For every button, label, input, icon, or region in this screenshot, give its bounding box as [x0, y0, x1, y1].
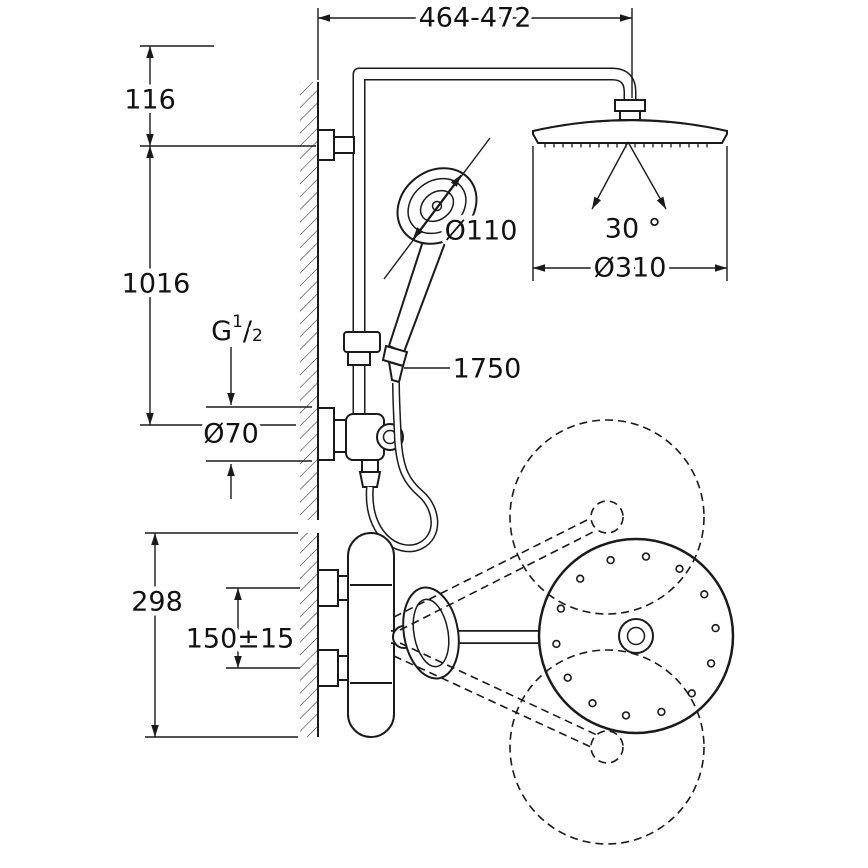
pipe-inner: [354, 69, 635, 418]
label-top-width: 464-472: [419, 3, 532, 34]
plan-thermostat: [317, 532, 395, 738]
escutcheon: [317, 407, 335, 461]
label-valve-length: 298: [131, 587, 183, 618]
rail-slider: [343, 331, 381, 353]
plan-nozzle-dots: [552, 552, 720, 720]
hand-shower-cone: [387, 360, 405, 384]
plan-hand-shower: [402, 586, 460, 680]
thermostat-valve-side: [317, 407, 404, 488]
rail-slider-lower: [347, 351, 371, 366]
swivel-arm-up-2: [399, 530, 596, 631]
plan-head-shower: [537, 537, 735, 735]
wall-bracket-flange: [317, 129, 335, 161]
label-escutcheon-dia: Ø70: [203, 419, 259, 450]
disc-inner-line: [540, 119, 720, 130]
label-spray-angle: 30 °: [605, 214, 661, 245]
ball-joint-taper: [619, 110, 641, 121]
label-handshower-dia: Ø110: [445, 216, 518, 247]
label-hose-length: 1750: [453, 354, 522, 385]
dim-line-hand-dia: [383, 137, 491, 280]
head-shower-disc: [532, 119, 728, 144]
hand-shower-handle: [387, 225, 453, 354]
wall-section: [300, 82, 319, 520]
dimensions: 464-472 116 1016 G1/2 Ø70 1750 Ø110 30 °…: [117, 0, 728, 738]
swivel-hub-up: [590, 500, 624, 534]
label-riser-height: 1016: [122, 269, 191, 300]
disc-nozzle-ticks: [544, 143, 708, 148]
plan-view: [300, 419, 735, 845]
hose-connector: [358, 471, 382, 488]
plan-head-hub-inner: [626, 626, 646, 646]
swivel-range-dashed: [393, 419, 705, 845]
hand-shower: [381, 167, 478, 384]
supply-escutcheon-top: [317, 569, 339, 607]
dim-arrow-hand-dia-2: [412, 206, 438, 240]
shower-hose: [365, 382, 439, 553]
valve-outlet: [361, 459, 379, 473]
label-supply-distance: 150±15: [186, 624, 295, 655]
label-thread-size: G1/2: [211, 312, 263, 347]
spray-angle-line-right: [627, 141, 667, 210]
shower-pipe: [317, 67, 637, 418]
label-wall-offset: 116: [124, 85, 176, 116]
swivel-circle-up: [509, 419, 705, 615]
swivel-arm-down-2: [393, 655, 594, 749]
plan-wall-section: [300, 533, 319, 737]
dim-arrow-hand-dia-1: [436, 174, 462, 208]
swivel-arm-up-1: [393, 518, 590, 618]
plan-wall-hatch: [300, 533, 318, 737]
spray-angle-line-left: [591, 141, 629, 210]
label-headshower-dia: Ø310: [594, 253, 667, 284]
side-view: [300, 67, 728, 553]
head-shower-side: [532, 99, 728, 148]
swivel-hub-down: [590, 730, 624, 764]
plan-valve-body: [347, 532, 395, 738]
supply-escutcheon-bottom: [317, 649, 339, 687]
wall-bracket-clamp: [333, 136, 355, 154]
swivel-arm-down-1: [399, 642, 600, 737]
wall-hatch: [300, 82, 318, 520]
ball-joint-nut: [614, 99, 646, 112]
swivel-circle-down: [509, 649, 705, 845]
